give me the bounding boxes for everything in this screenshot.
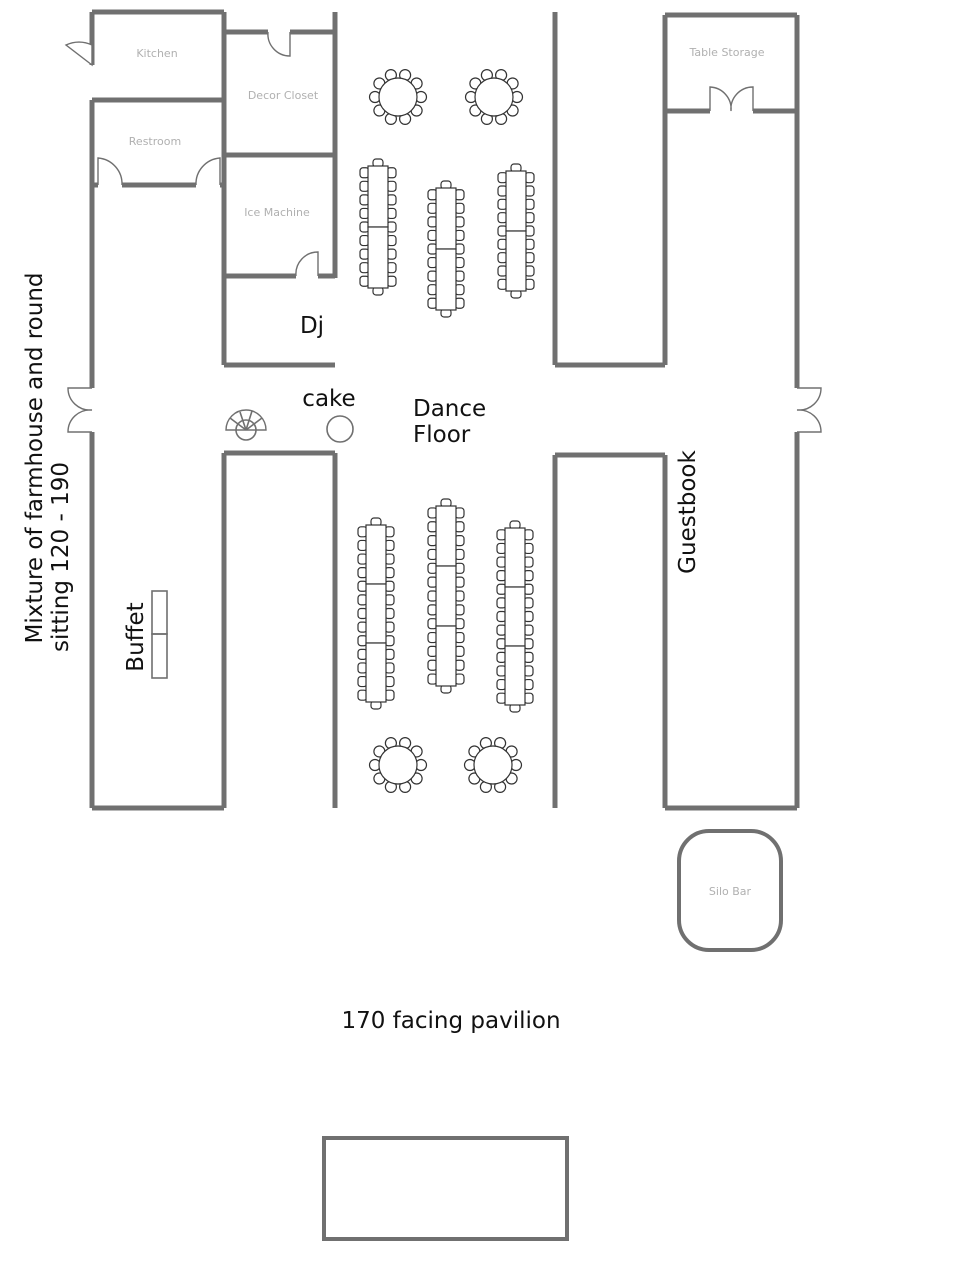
round-table bbox=[378, 77, 418, 117]
seating-tables bbox=[357, 69, 535, 793]
round-table bbox=[378, 745, 418, 785]
guestbook-label: Guestbook bbox=[675, 450, 701, 574]
table-storage-label: Table Storage bbox=[689, 46, 765, 59]
decor-closet-door bbox=[267, 31, 291, 57]
farmhouse-table bbox=[504, 645, 526, 706]
farmhouse-table bbox=[365, 524, 387, 585]
farmhouse-table bbox=[367, 165, 389, 228]
decor-closet-label: Decor Closet bbox=[248, 89, 319, 102]
seating-note-line2: sitting 120 - 190 bbox=[48, 462, 74, 652]
farmhouse-table bbox=[435, 505, 457, 567]
restroom-door-right bbox=[195, 157, 221, 186]
kitchen-label: Kitchen bbox=[136, 47, 177, 60]
farmhouse-table bbox=[435, 625, 457, 687]
buffet-tables bbox=[151, 590, 168, 679]
round-table bbox=[474, 77, 514, 117]
silo-bar-label: Silo Bar bbox=[709, 885, 752, 898]
farmhouse-table bbox=[367, 226, 389, 289]
dance-floor-label-line2: Floor bbox=[413, 422, 471, 448]
farmhouse-table bbox=[505, 230, 527, 292]
buffet-label: Buffet bbox=[123, 602, 149, 671]
pavilion bbox=[322, 1136, 569, 1241]
silo-bar bbox=[677, 829, 783, 952]
left-double-door bbox=[67, 387, 93, 433]
ice-machine-door bbox=[295, 251, 319, 277]
round-table bbox=[473, 745, 513, 785]
cake-table bbox=[326, 415, 354, 443]
farmhouse-table bbox=[504, 527, 526, 588]
seating-note-line1: Mixture of farmhouse and round bbox=[22, 272, 48, 643]
farmhouse-table bbox=[504, 586, 526, 647]
farmhouse-table bbox=[505, 170, 527, 232]
restroom-label: Restroom bbox=[129, 135, 181, 148]
farmhouse-table bbox=[435, 187, 457, 250]
restroom-door-left bbox=[97, 157, 123, 186]
farmhouse-table bbox=[435, 248, 457, 311]
right-double-door bbox=[796, 387, 822, 433]
cake-label: cake bbox=[302, 386, 355, 412]
ice-machine-label: Ice Machine bbox=[244, 206, 310, 219]
dance-floor-label-line1: Dance bbox=[413, 396, 486, 422]
farmhouse-table bbox=[365, 642, 387, 703]
dj-label: Dj bbox=[300, 313, 324, 339]
farmhouse-table bbox=[365, 583, 387, 644]
doors bbox=[64, 31, 822, 433]
pavilion-label: 170 facing pavilion bbox=[341, 1008, 560, 1034]
farmhouse-table bbox=[435, 565, 457, 627]
table-storage-door bbox=[709, 86, 754, 112]
spiral-stair-icon bbox=[225, 409, 267, 441]
kitchen-door bbox=[64, 41, 93, 67]
walls bbox=[89, 9, 800, 811]
